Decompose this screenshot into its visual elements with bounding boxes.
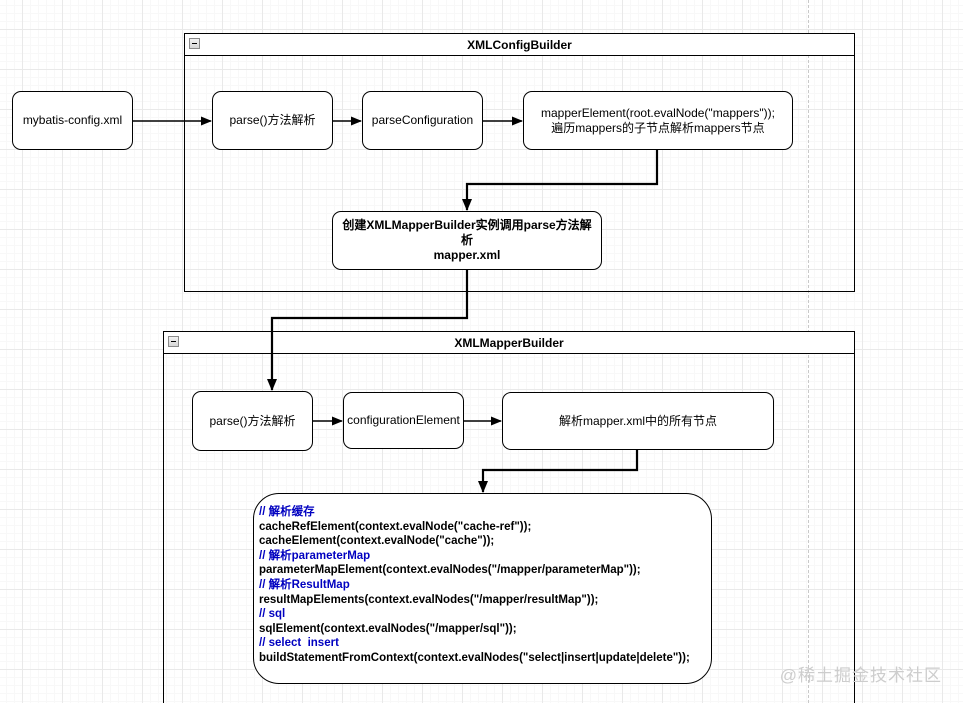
container-xmlconfigbuilder-titlebar[interactable]: XMLConfigBuilder xyxy=(185,34,854,56)
code-line: buildStatementFromContext(context.evalNo… xyxy=(259,651,690,664)
node-mapperelement[interactable]: mapperElement(root.evalNode("mappers"));… xyxy=(523,91,793,150)
node-label: parseConfiguration xyxy=(371,113,474,127)
code-line: // 解析缓存 xyxy=(259,506,315,518)
node-label: configurationElement xyxy=(347,413,460,427)
code-line: // 解析parameterMap xyxy=(259,549,371,562)
container-xmlconfigbuilder[interactable]: XMLConfigBuilder xyxy=(184,33,855,292)
code-line: sqlElement(context.evalNodes("/mapper/sq… xyxy=(259,622,517,635)
node-configurationelement[interactable]: configurationElement xyxy=(343,392,464,449)
watermark: @稀土掘金技术社区 xyxy=(779,666,942,685)
node-label: 解析mapper.xml中的所有节点 xyxy=(558,413,718,428)
code-line: // select insert xyxy=(259,637,339,650)
node-label: mybatis-config.xml xyxy=(22,113,123,127)
code-line: cacheElement(context.evalNode("cache")); xyxy=(259,535,495,548)
code-line: parameterMapElement(context.evalNodes("/… xyxy=(259,564,641,577)
node-create-xmlmapperbuilder[interactable]: 创建XMLMapperBuilder实例调用parse方法解析 mapper.x… xyxy=(332,211,602,270)
node-mybatis-config-xml[interactable]: mybatis-config.xml xyxy=(12,91,133,150)
code-line: // 解析ResultMap xyxy=(259,578,350,591)
container-title: XMLConfigBuilder xyxy=(467,37,572,52)
node-label-line2: mapper.xml xyxy=(433,248,501,262)
node-code-box[interactable]: // 解析缓存 cacheRefElement(context.evalNode… xyxy=(253,493,712,684)
container-xmlmapperbuilder-titlebar[interactable]: XMLMapperBuilder xyxy=(164,332,854,354)
node-parse-method-2[interactable]: parse()方法解析 xyxy=(192,391,313,451)
collapse-icon[interactable] xyxy=(168,336,179,347)
node-label-line1: mapperElement(root.evalNode("mappers")); xyxy=(541,105,775,120)
container-title: XMLMapperBuilder xyxy=(454,335,564,350)
node-parseconfiguration[interactable]: parseConfiguration xyxy=(362,91,483,150)
node-label-line1: 创建XMLMapperBuilder实例调用parse方法解析 xyxy=(342,218,592,247)
node-parse-method-1[interactable]: parse()方法解析 xyxy=(212,91,333,150)
code-line: resultMapElements(context.evalNodes("/ma… xyxy=(259,593,599,606)
collapse-icon[interactable] xyxy=(189,38,200,49)
code-line: // sql xyxy=(259,608,286,621)
node-label: parse()方法解析 xyxy=(209,413,296,428)
node-label-line2: 遍历mappers的子节点解析mappers节点 xyxy=(551,120,765,135)
node-parse-all-nodes[interactable]: 解析mapper.xml中的所有节点 xyxy=(502,392,774,450)
code-line: cacheRefElement(context.evalNode("cache-… xyxy=(259,520,532,533)
node-label: parse()方法解析 xyxy=(229,113,316,127)
